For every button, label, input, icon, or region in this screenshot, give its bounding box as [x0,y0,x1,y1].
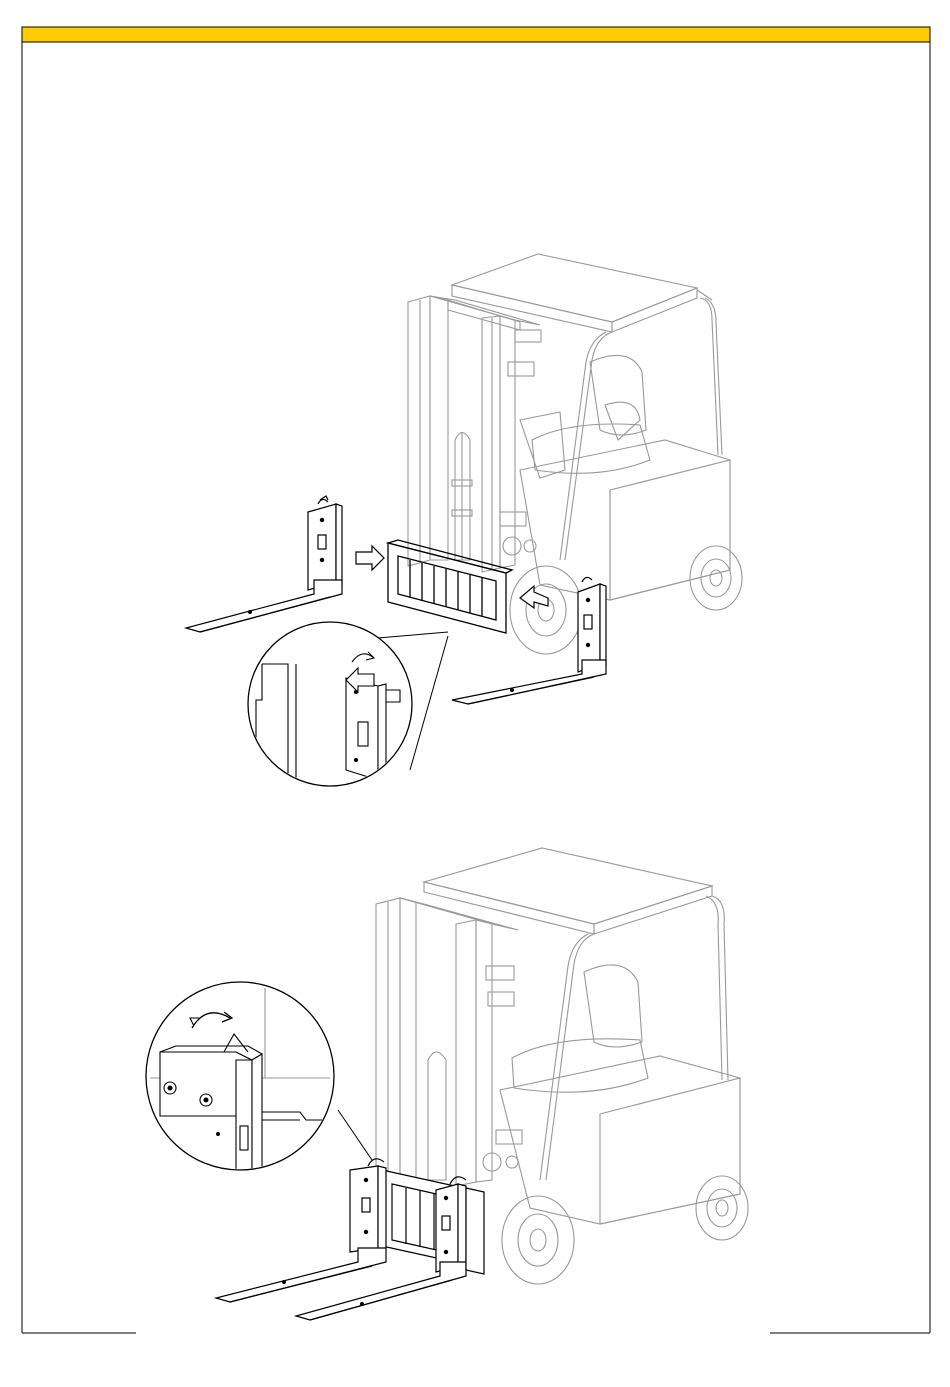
magnify-circle-icon [146,982,372,1170]
forklift-fork-mounting-illustration [0,0,950,800]
figure-1 [0,0,950,800]
arrow-right-icon [356,546,384,570]
magnify-circle-icon [248,622,448,790]
forklift-forks-mounted-illustration [0,820,950,1330]
fork-left-icon [186,496,342,632]
figure-2 [0,820,950,1330]
carriage-icon [388,540,512,633]
arrow-left-icon [520,586,548,608]
fork-pair-icon [216,1159,484,1320]
